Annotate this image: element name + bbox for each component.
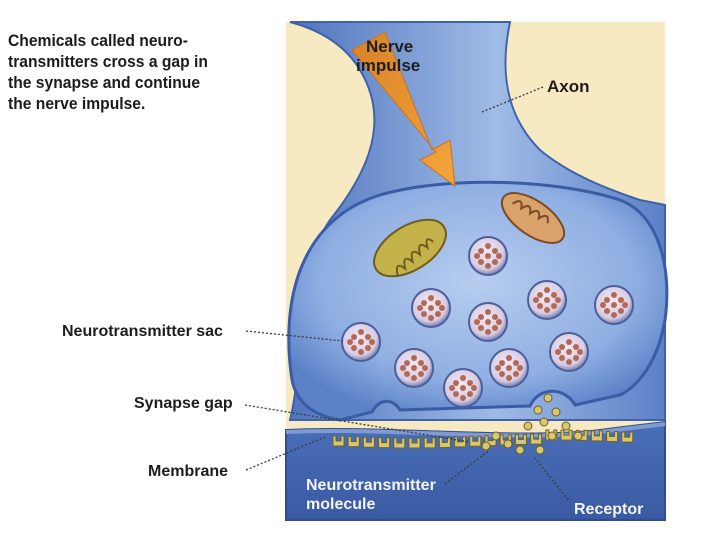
neurotransmitter-molecule [524,422,532,430]
neurotransmitter-sac [395,349,433,387]
neurotransmitter-sac [469,237,507,275]
neurotransmitter-sac [444,369,482,407]
molecule-line: molecule [306,496,375,513]
neurotransmitter-molecule [552,408,560,416]
neurotransmitter-molecule [574,432,582,440]
neurotransmitter-molecule [544,394,552,402]
neurotransmitter-molecule [504,440,512,448]
neurotransmitter-sac [550,333,588,371]
neurotransmitter-molecule [536,446,544,454]
label-synapse-gap: Synapse gap [134,395,233,412]
neurotransmitter-molecule [534,406,542,414]
neurotransmitter-sac [342,323,380,361]
neurotransmitter-molecule [562,422,570,430]
label-neurotransmitter-sac: Neurotransmitter sac [62,323,223,340]
neurotransmitter-molecule [482,442,490,450]
label-membrane: Membrane [148,463,228,480]
neurotransmitter-molecule [540,418,548,426]
neurotransmitter-sac [595,286,633,324]
neurotransmitter-molecule [516,446,524,454]
neurotransmitter-molecule [548,432,556,440]
nerve-impulse-line: impulse [356,56,420,75]
neurotransmitter-sac [490,349,528,387]
molecule-line: Neurotransmitter [306,477,436,494]
label-axon: Axon [547,77,590,96]
neurotransmitter-sac [528,281,566,319]
label-receptor: Receptor [574,501,643,518]
label-nerve-impulse: Nerve impulse [356,37,420,75]
neurotransmitter-sac [469,303,507,341]
neurotransmitter-sac [412,289,450,327]
nerve-impulse-line: Nerve [366,37,413,56]
neurotransmitter-molecule [492,432,500,440]
